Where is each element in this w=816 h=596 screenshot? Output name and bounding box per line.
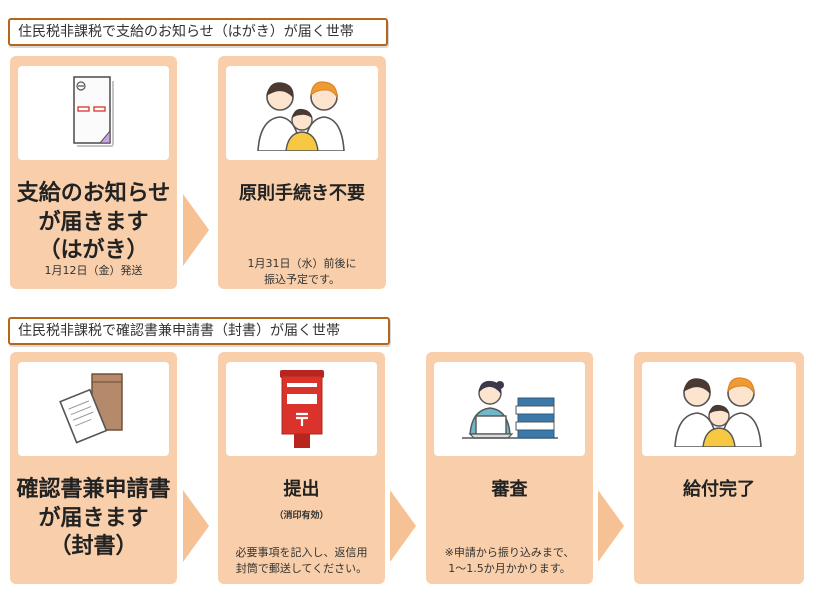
step-note-line: 必要事項を記入し、返信用 — [235, 546, 368, 559]
step-title: 提出 — [218, 478, 385, 501]
step-title-line: 審査 — [491, 479, 528, 500]
step-title-line: （封書） — [49, 534, 138, 560]
step-card-review: 審査 ※申請から振り込みまで、 1〜1.5か月かかります。 — [426, 352, 593, 584]
family-icon — [257, 81, 345, 151]
step-card-envelope: 確認書兼申請書 が届きます （封書） — [10, 352, 177, 584]
card-image-area — [18, 362, 169, 456]
step-note: ※申請から振り込みまで、 1〜1.5か月かかります。 — [432, 545, 587, 577]
step-title: 支給のお知らせ が届きます （はがき） — [10, 180, 177, 266]
step-note-line: ※申請から振り込みまで、 — [444, 546, 575, 559]
flow-arrow — [183, 490, 209, 562]
step-title-line: 提出 — [283, 479, 320, 500]
step-title-line: が届きます — [38, 505, 149, 531]
envelope-document-icon — [58, 373, 123, 444]
step-note-line: 1〜1.5か月かかります。 — [448, 561, 571, 575]
card-image-area — [642, 362, 796, 456]
step-title: 給付完了 — [634, 478, 804, 501]
card-image-area — [18, 66, 169, 160]
step-note: 1月31日（水）前後に 振込予定です。 — [224, 256, 380, 288]
step-title-line: 支給のお知らせ — [16, 181, 171, 206]
reviewer-laptop-icon — [461, 380, 558, 439]
step-note: 必要事項を記入し、返信用 封筒で郵送してください。 — [224, 545, 379, 577]
card-image-area — [226, 66, 378, 160]
flow-arrow — [598, 490, 624, 562]
family-icon — [674, 377, 762, 447]
step-title-line: 原則手続き不要 — [239, 183, 365, 204]
step-title: 確認書兼申請書 が届きます （封書） — [10, 476, 177, 562]
step-note: 1月12日（金）発送 — [16, 263, 171, 279]
step-title: 審査 — [426, 478, 593, 501]
step-card-submit: 提出 （消印有効） 必要事項を記入し、返信用 封筒で郵送してください。 — [218, 352, 385, 584]
step-title-line: 確認書兼申請書 — [16, 477, 171, 502]
step-title-line: が届きます — [38, 209, 149, 235]
flow-arrow — [390, 490, 416, 562]
flow-arrow — [183, 194, 209, 266]
step-title: 原則手続き不要 — [218, 182, 386, 205]
step-note-line: 振込予定です。 — [264, 272, 340, 286]
card-image-area — [226, 362, 377, 456]
step-title-line: （はがき） — [38, 238, 149, 264]
step-card-complete: 給付完了 — [634, 352, 804, 584]
step-card-postcard: 支給のお知らせ が届きます （はがき） 1月12日（金）発送 — [10, 56, 177, 289]
step-note-line: 封筒で郵送してください。 — [235, 561, 368, 575]
step-card-no-procedure: 原則手続き不要 1月31日（水）前後に 振込予定です。 — [218, 56, 386, 289]
step-note-line: 1月12日（金）発送 — [44, 264, 143, 277]
step-note-line: 1月31日（水）前後に — [247, 257, 357, 270]
postcard-icon — [72, 76, 113, 147]
step-subtitle: （消印有効） — [274, 511, 329, 521]
section1-header: 住民税非課税で支給のお知らせ（はがき）が届く世帯 — [8, 18, 388, 46]
card-image-area — [434, 362, 585, 456]
mailbox-icon — [279, 370, 324, 448]
section2-header: 住民税非課税で確認書兼申請書（封書）が届く世帯 — [8, 317, 390, 345]
step-title-line: 給付完了 — [683, 479, 755, 500]
